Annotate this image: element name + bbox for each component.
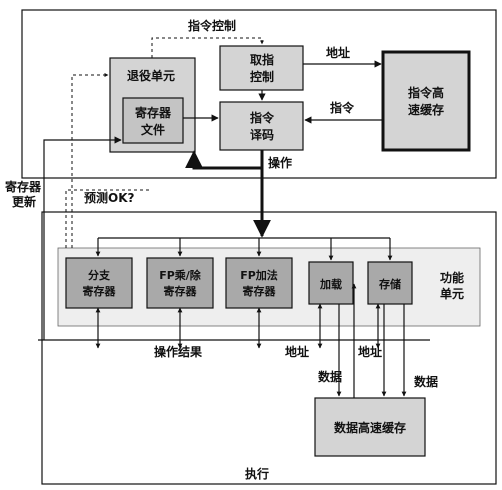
- data-label-a: 数据: [318, 369, 342, 384]
- fu-store-label: 存储: [379, 277, 401, 291]
- fu-load-label: 加载: [319, 277, 342, 291]
- fetch-control-label-1: 取指: [250, 52, 274, 67]
- execution-title: 执行: [245, 466, 269, 481]
- retire-unit-label: 退役单元: [127, 68, 175, 83]
- reg-update-label-1: 寄存器: [5, 179, 42, 194]
- icache-label-1: 指令高: [408, 85, 444, 100]
- fu-load-box: [308, 261, 354, 305]
- instruction-control-frame: [21, 9, 497, 179]
- register-file-label-1: 寄存器: [135, 105, 172, 120]
- register-file-label-2: 文件: [141, 122, 165, 137]
- icache-label-2: 速缓存: [408, 102, 444, 117]
- decode-label-2: 译码: [250, 128, 274, 142]
- decode-box: [219, 101, 304, 151]
- fu-store-box: [367, 261, 413, 305]
- connectors: [38, 37, 430, 398]
- icache-box: [381, 50, 471, 152]
- fetch-control-label-2: 控制: [250, 69, 274, 84]
- execution-frame: [41, 211, 497, 485]
- operations-label: 操作: [268, 155, 292, 170]
- address-top-label: 地址: [326, 45, 350, 60]
- fu-branch-box: [65, 257, 133, 309]
- fetch-control-box: [219, 45, 304, 91]
- func-unit-title-line2: 单元: [440, 286, 464, 301]
- dcache-label: 数据高速缓存: [334, 420, 406, 435]
- instruction-control-title: 指令控制: [188, 18, 236, 33]
- op-results-label: 操作结果: [154, 344, 202, 359]
- data-label-b: 数据: [414, 374, 438, 389]
- fu-fpadd-box: [225, 257, 293, 309]
- fu-fpmul-label-2: 寄存器: [164, 284, 198, 298]
- dcache-box: [314, 397, 426, 457]
- instruction-label: 指令: [330, 100, 355, 115]
- predict-ok-label: 预测OK?: [84, 190, 135, 205]
- fu-fpadd-label-1: FP加法: [240, 268, 278, 282]
- address-label-a: 地址: [285, 344, 309, 359]
- register-file-box: [122, 97, 184, 144]
- fu-fpadd-label-2: 寄存器: [243, 284, 277, 298]
- decode-label-1: 指令: [250, 110, 275, 125]
- fu-fpmul-box: [146, 257, 214, 309]
- fu-branch-label-1: 分支: [88, 268, 111, 282]
- func-unit-title-line1: 功能: [440, 270, 464, 285]
- fu-branch-label-2: 寄存器: [83, 284, 117, 298]
- address-label-b: 地址: [358, 344, 382, 359]
- reg-update-label-2: 更新: [12, 194, 36, 209]
- fu-fpmul-label-1: FP乘/除: [159, 268, 202, 282]
